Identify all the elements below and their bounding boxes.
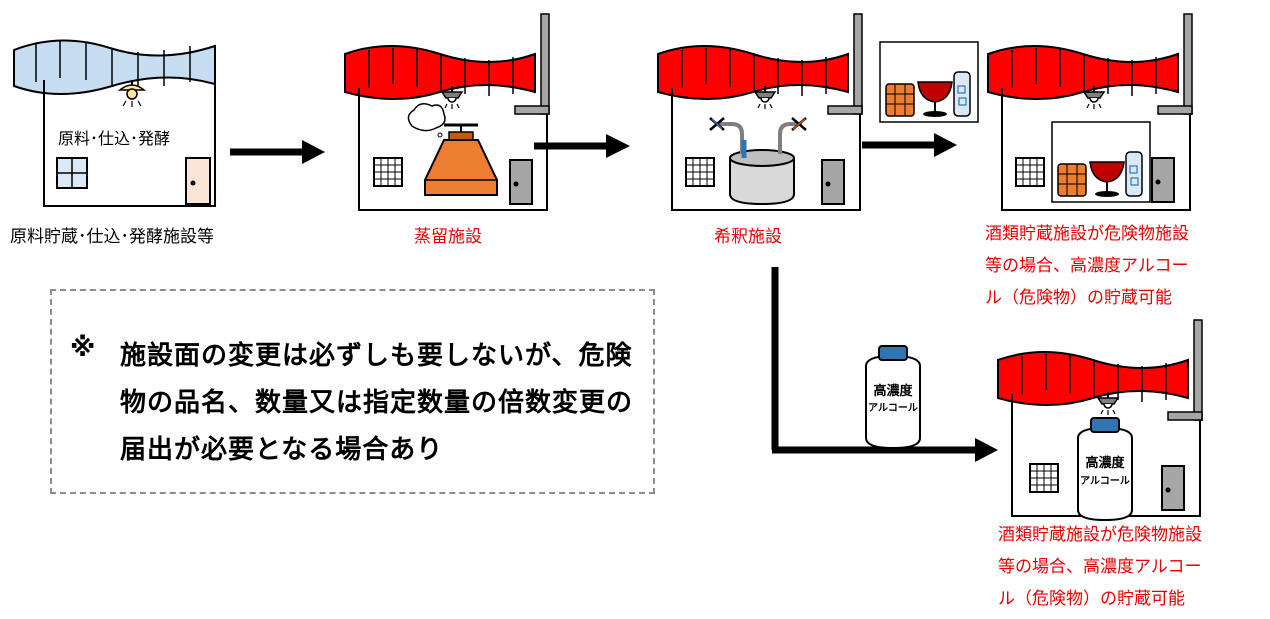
storage2-caption: 酒類貯蔵施設が危険物施設 等の場合、高濃度アルコー ル（危険物）の貯蔵可能 [998,519,1268,615]
window-icon [1015,157,1045,187]
tank-label-line1: 高濃度 [873,384,913,399]
note-text: 施設面の変更は必ずしも要しないが、危険物の品名、数量又は指定数量の倍数変更の届出… [120,341,634,465]
door-icon [821,159,845,205]
tank-label-line2: アルコール [868,403,918,414]
storage1-caption-line: 酒類貯蔵施設が危険物施設 [985,224,1189,244]
storage1-caption-line: ル（危険物）の貯蔵可能 [985,288,1172,308]
storage2-caption-line: 酒類貯蔵施設が危険物施設 [998,525,1202,545]
storage2-caption-line: ル（危険物）の貯蔵可能 [998,589,1185,609]
distiller-icon [407,103,498,196]
tank-label-line2: アルコール [1080,476,1130,487]
flow-arrow-1 [230,140,325,164]
door-icon [509,159,533,205]
building-dilute [657,13,863,211]
storage1-caption: 酒類貯蔵施設が危険物施設 等の場合、高濃度アルコー ル（危険物）の貯蔵可能 [985,218,1265,314]
door-icon [1161,465,1185,511]
building-storage-2 [997,319,1203,521]
window-icon [56,157,88,189]
window-icon [1029,463,1059,493]
window-icon [685,157,715,187]
liquor-bottles-icon [1051,121,1151,203]
building-storage-1 [987,13,1193,211]
raw-inner-label: 原料･仕込･発酵 [58,129,171,148]
flow-arrow-4 [771,267,998,462]
liquor-bottles-icon [879,41,979,123]
door-icon [1151,157,1175,203]
storage1-caption-line: 等の場合、高濃度アルコー [985,256,1189,276]
door-icon [185,157,211,205]
raw-caption: 原料貯蔵･仕込･発酵施設等 [10,227,214,247]
building-distill [344,13,550,211]
building-raw [13,39,216,207]
storage2-caption-line: 等の場合、高濃度アルコー [998,557,1202,577]
window-icon [373,157,403,187]
dilution-tank-icon [709,117,807,206]
distill-caption: 蒸留施設 [414,227,482,247]
tank-label-line1: 高濃度 [1085,456,1125,471]
dilute-caption: 希釈施設 [714,227,782,247]
steam-icon [407,103,446,132]
note-box: ※ 施設面の変更は必ずしも要しないが、危険物の品名、数量又は指定数量の倍数変更の… [50,289,655,494]
flow-arrow-2 [534,134,630,158]
flow-arrow-3 [862,133,957,157]
note-mark: ※ [70,333,96,363]
